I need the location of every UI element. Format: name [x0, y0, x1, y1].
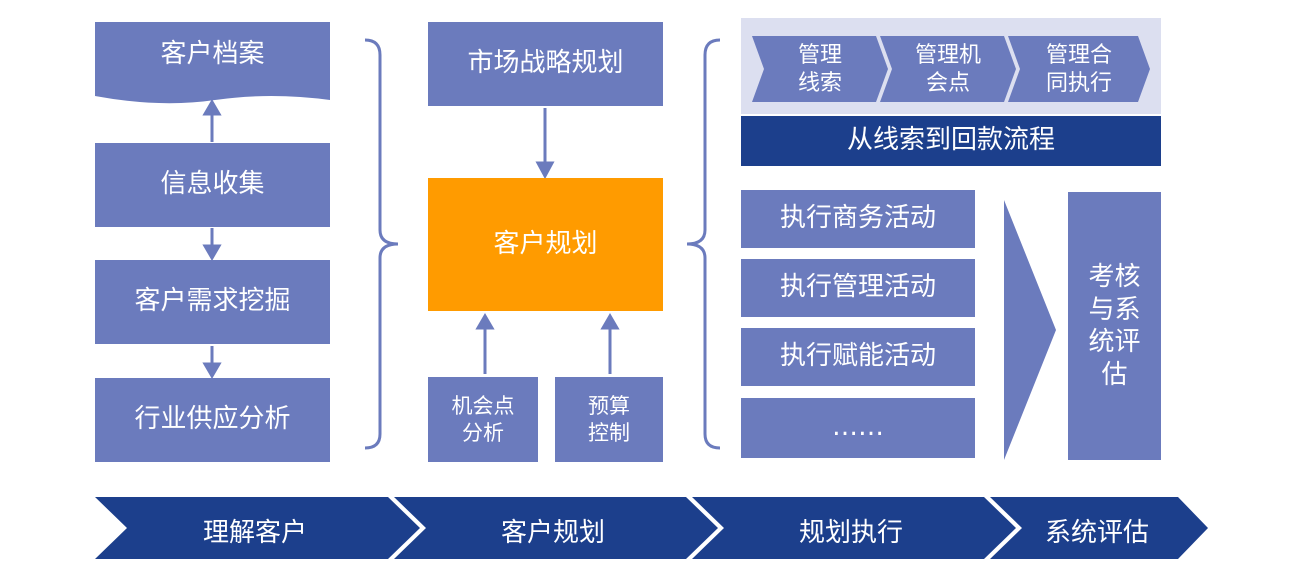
arrow-head-up-opportunity: [475, 313, 495, 330]
customer-profile-box: 客户档案: [160, 39, 265, 69]
activity-more: ……: [741, 398, 975, 458]
stage-shape-3: [692, 497, 1016, 559]
process-step-shape-3: [1008, 36, 1150, 102]
process-title-bar: 从线索到回款流程: [741, 116, 1161, 166]
process-step-shape-2: [880, 36, 1016, 102]
activity-management: 执行管理活动: [741, 259, 975, 317]
info-collection-box: 信息收集: [95, 143, 330, 227]
big-right-arrow: [1004, 200, 1056, 460]
stage-plan-execution: 规划执行: [798, 518, 903, 548]
stage-customer-planning: 客户规划: [500, 518, 605, 548]
customer-profile-shape: [95, 22, 330, 104]
activity-business: 执行商务活动: [741, 190, 975, 248]
stage-shape-2: [394, 497, 718, 559]
market-strategy-box: 市场战略规划: [428, 22, 663, 106]
arrow-head-down-1: [202, 244, 222, 261]
budget-control-box: 预算 控制: [555, 377, 663, 462]
stage-system-evaluation: 系统评估: [1044, 518, 1149, 548]
stage-shape-1: [95, 497, 420, 559]
brace-right: [686, 38, 721, 450]
arrow-head-up-1: [202, 99, 222, 116]
evaluation-box: 考核 与系 统评 估: [1068, 192, 1161, 460]
needs-mining-box: 客户需求挖掘: [95, 260, 330, 344]
brace-left: [364, 38, 399, 450]
process-step-1: 管理 线索: [797, 43, 842, 96]
process-step-3: 管理合 同执行: [1045, 43, 1112, 96]
process-step-2: 管理机 会点: [914, 43, 981, 96]
customer-planning-box: 客户规划: [428, 178, 663, 311]
arrow-head-down-market: [535, 161, 555, 180]
process-step-shape-1: [752, 36, 888, 102]
arrow-head-down-2: [202, 362, 222, 379]
arrow-head-up-budget: [600, 313, 620, 330]
activity-enablement: 执行赋能活动: [741, 328, 975, 386]
stage-understand-customer: 理解客户: [202, 518, 307, 548]
stage-shape-4: [990, 497, 1208, 559]
industry-analysis-box: 行业供应分析: [95, 378, 330, 462]
opportunity-analysis-box: 机会点 分析: [428, 377, 538, 462]
